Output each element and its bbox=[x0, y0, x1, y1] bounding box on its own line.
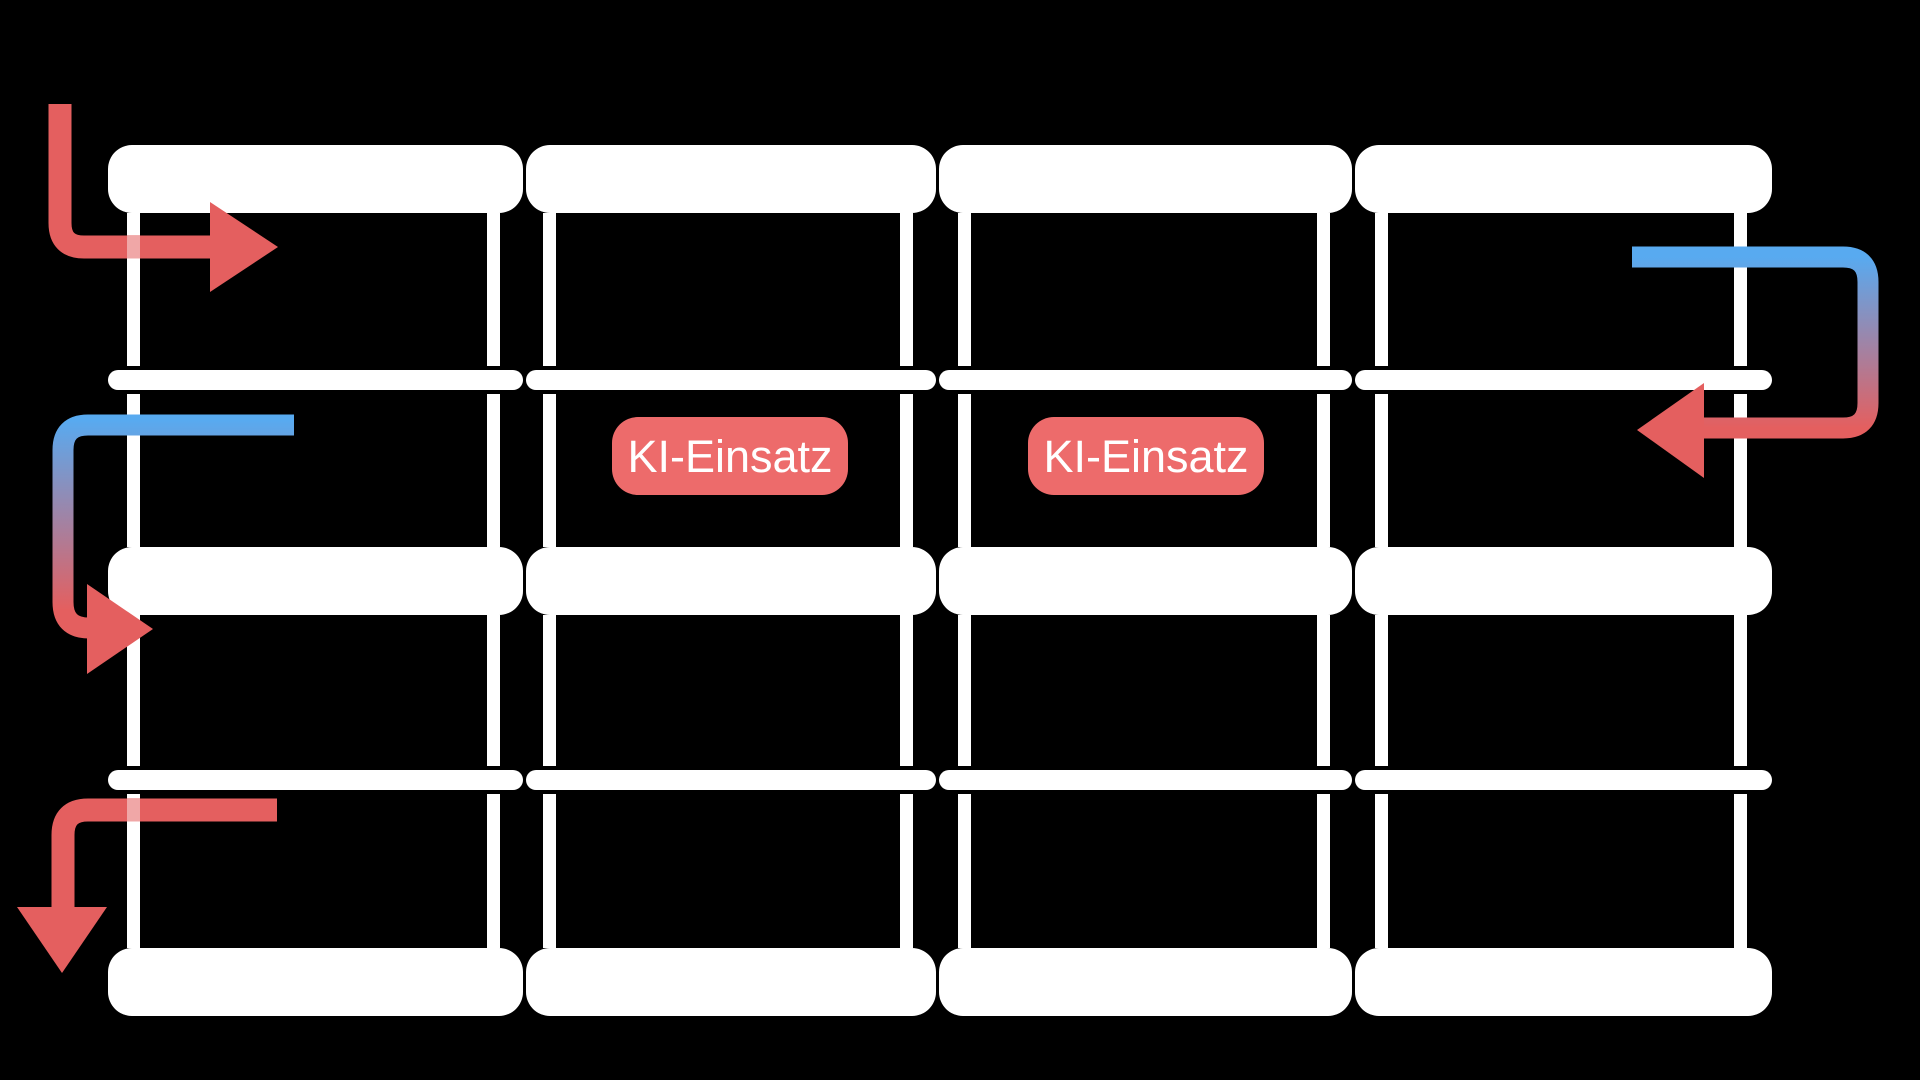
stage-bar bbox=[939, 547, 1352, 615]
grid-line bbox=[1734, 615, 1747, 766]
grid-line bbox=[1317, 794, 1330, 948]
stage-bar bbox=[526, 145, 936, 213]
grid-line bbox=[127, 794, 140, 948]
connector-bar bbox=[108, 370, 523, 390]
grid-line bbox=[487, 615, 500, 766]
blue-red-arrow-right-down-left-icon bbox=[1632, 246, 1879, 478]
red-arrow-left-down-icon bbox=[17, 798, 277, 973]
grid-line bbox=[1375, 394, 1388, 547]
grid-line bbox=[487, 394, 500, 547]
stage-bar bbox=[939, 145, 1352, 213]
grid-line bbox=[1317, 615, 1330, 766]
grid-line bbox=[1375, 794, 1388, 948]
grid-line bbox=[1734, 394, 1747, 547]
grid-line bbox=[127, 394, 140, 547]
grid-line bbox=[958, 213, 971, 366]
stage-bar bbox=[1355, 547, 1772, 615]
connector-bar bbox=[939, 770, 1352, 790]
stage-bar bbox=[1355, 145, 1772, 213]
stage-bar bbox=[526, 948, 936, 1016]
grid-line bbox=[543, 213, 556, 366]
ki-einsatz-badge: KI-Einsatz bbox=[1028, 417, 1264, 495]
connector-bar bbox=[1355, 370, 1772, 390]
connector-bar bbox=[526, 770, 936, 790]
stage-bar bbox=[526, 547, 936, 615]
grid-line bbox=[958, 615, 971, 766]
grid-line bbox=[900, 615, 913, 766]
grid-line bbox=[543, 615, 556, 766]
grid-line bbox=[543, 794, 556, 948]
stage-bar bbox=[108, 145, 523, 213]
stage-bar bbox=[108, 547, 523, 615]
grid-line bbox=[1375, 615, 1388, 766]
grid-line bbox=[1317, 394, 1330, 547]
grid-line bbox=[487, 213, 500, 366]
grid-line bbox=[900, 394, 913, 547]
grid-line bbox=[1734, 794, 1747, 948]
stage-bar bbox=[108, 948, 523, 1016]
grid-line bbox=[127, 615, 140, 766]
grid-line bbox=[1375, 213, 1388, 366]
grid-line bbox=[487, 794, 500, 948]
connector-bar bbox=[939, 370, 1352, 390]
connector-bar bbox=[1355, 770, 1772, 790]
grid-line bbox=[543, 394, 556, 547]
grid-line bbox=[900, 213, 913, 366]
grid-line bbox=[1317, 213, 1330, 366]
connector-bar bbox=[108, 770, 523, 790]
stage-bar bbox=[939, 948, 1352, 1016]
grid-line bbox=[958, 794, 971, 948]
ki-einsatz-badge: KI-Einsatz bbox=[612, 417, 848, 495]
grid-line bbox=[900, 794, 913, 948]
grid-line bbox=[958, 394, 971, 547]
grid-line bbox=[1734, 213, 1747, 366]
stage-bar bbox=[1355, 948, 1772, 1016]
grid-line bbox=[127, 213, 140, 366]
connector-bar bbox=[526, 370, 936, 390]
